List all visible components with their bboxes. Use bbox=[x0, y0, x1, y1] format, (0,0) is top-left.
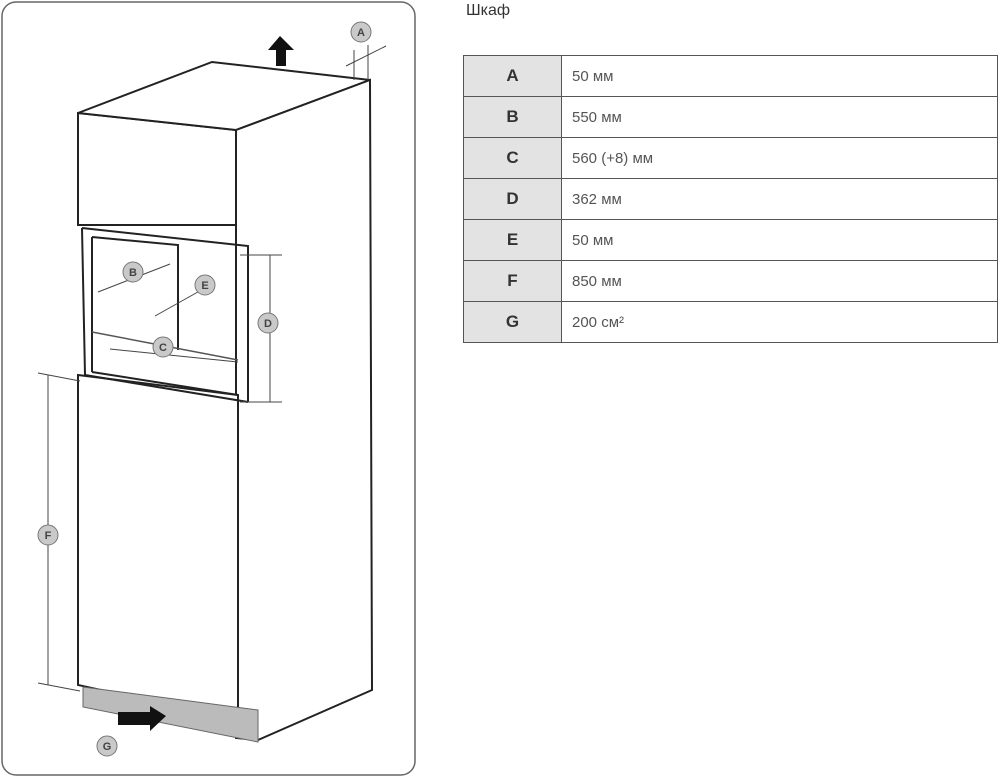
table-row: A 50 мм bbox=[463, 55, 998, 97]
label-e: E bbox=[201, 280, 208, 292]
dimension-key: A bbox=[463, 55, 562, 97]
dimension-value: 50 мм bbox=[561, 55, 998, 97]
label-d-marker: D bbox=[257, 312, 279, 334]
dimension-key: B bbox=[463, 96, 562, 138]
dimension-key: C bbox=[463, 137, 562, 179]
lower-door-panel bbox=[77, 373, 239, 722]
label-g-marker: G bbox=[96, 735, 118, 757]
cabinet-diagram: A B E D C F G bbox=[0, 0, 418, 778]
right-arrow-icon bbox=[118, 706, 166, 731]
label-f-marker: F bbox=[37, 524, 59, 546]
label-b: B bbox=[129, 267, 137, 279]
label-d: D bbox=[264, 318, 272, 330]
label-a-marker: A bbox=[350, 21, 372, 43]
label-c-marker: C bbox=[152, 336, 174, 358]
dimension-key: F bbox=[463, 260, 562, 302]
right-side-panel bbox=[235, 78, 374, 742]
label-c: C bbox=[159, 342, 167, 354]
label-b-marker: B bbox=[122, 261, 144, 283]
table-row: G 200 см² bbox=[463, 301, 998, 343]
up-arrow-icon bbox=[268, 36, 294, 66]
dimension-key: D bbox=[463, 178, 562, 220]
table-row: C 560 (+8) мм bbox=[463, 137, 998, 179]
cabinet-title: Шкаф bbox=[466, 2, 511, 19]
cabinet-drawing: A B E D C F G bbox=[1, 1, 416, 776]
dimension-key: G bbox=[463, 301, 562, 343]
table-row: B 550 мм bbox=[463, 96, 998, 138]
dimension-value: 560 (+8) мм bbox=[561, 137, 998, 179]
cabinet-outline bbox=[77, 60, 374, 742]
dimension-value: 550 мм bbox=[561, 96, 998, 138]
dimension-value: 362 мм bbox=[561, 178, 998, 220]
label-f: F bbox=[45, 530, 52, 542]
table-row: F 850 мм bbox=[463, 260, 998, 302]
dimension-key: E bbox=[463, 219, 562, 261]
table-row: D 362 мм bbox=[463, 178, 998, 220]
label-g: G bbox=[103, 741, 112, 753]
plinth bbox=[82, 686, 259, 743]
diagram-labels: A B E D C F G bbox=[37, 21, 372, 757]
label-a: A bbox=[357, 27, 365, 39]
dimension-value: 50 мм bbox=[561, 219, 998, 261]
table-row: E 50 мм bbox=[463, 219, 998, 261]
dimensions-table: A 50 мм B 550 мм C 560 (+8) мм D 362 мм … bbox=[463, 55, 998, 343]
dimension-value: 850 мм bbox=[561, 260, 998, 302]
label-e-marker: E bbox=[194, 274, 216, 296]
dimension-value: 200 см² bbox=[561, 301, 998, 343]
top-front-panel bbox=[77, 111, 237, 226]
oven-niche bbox=[81, 227, 249, 403]
